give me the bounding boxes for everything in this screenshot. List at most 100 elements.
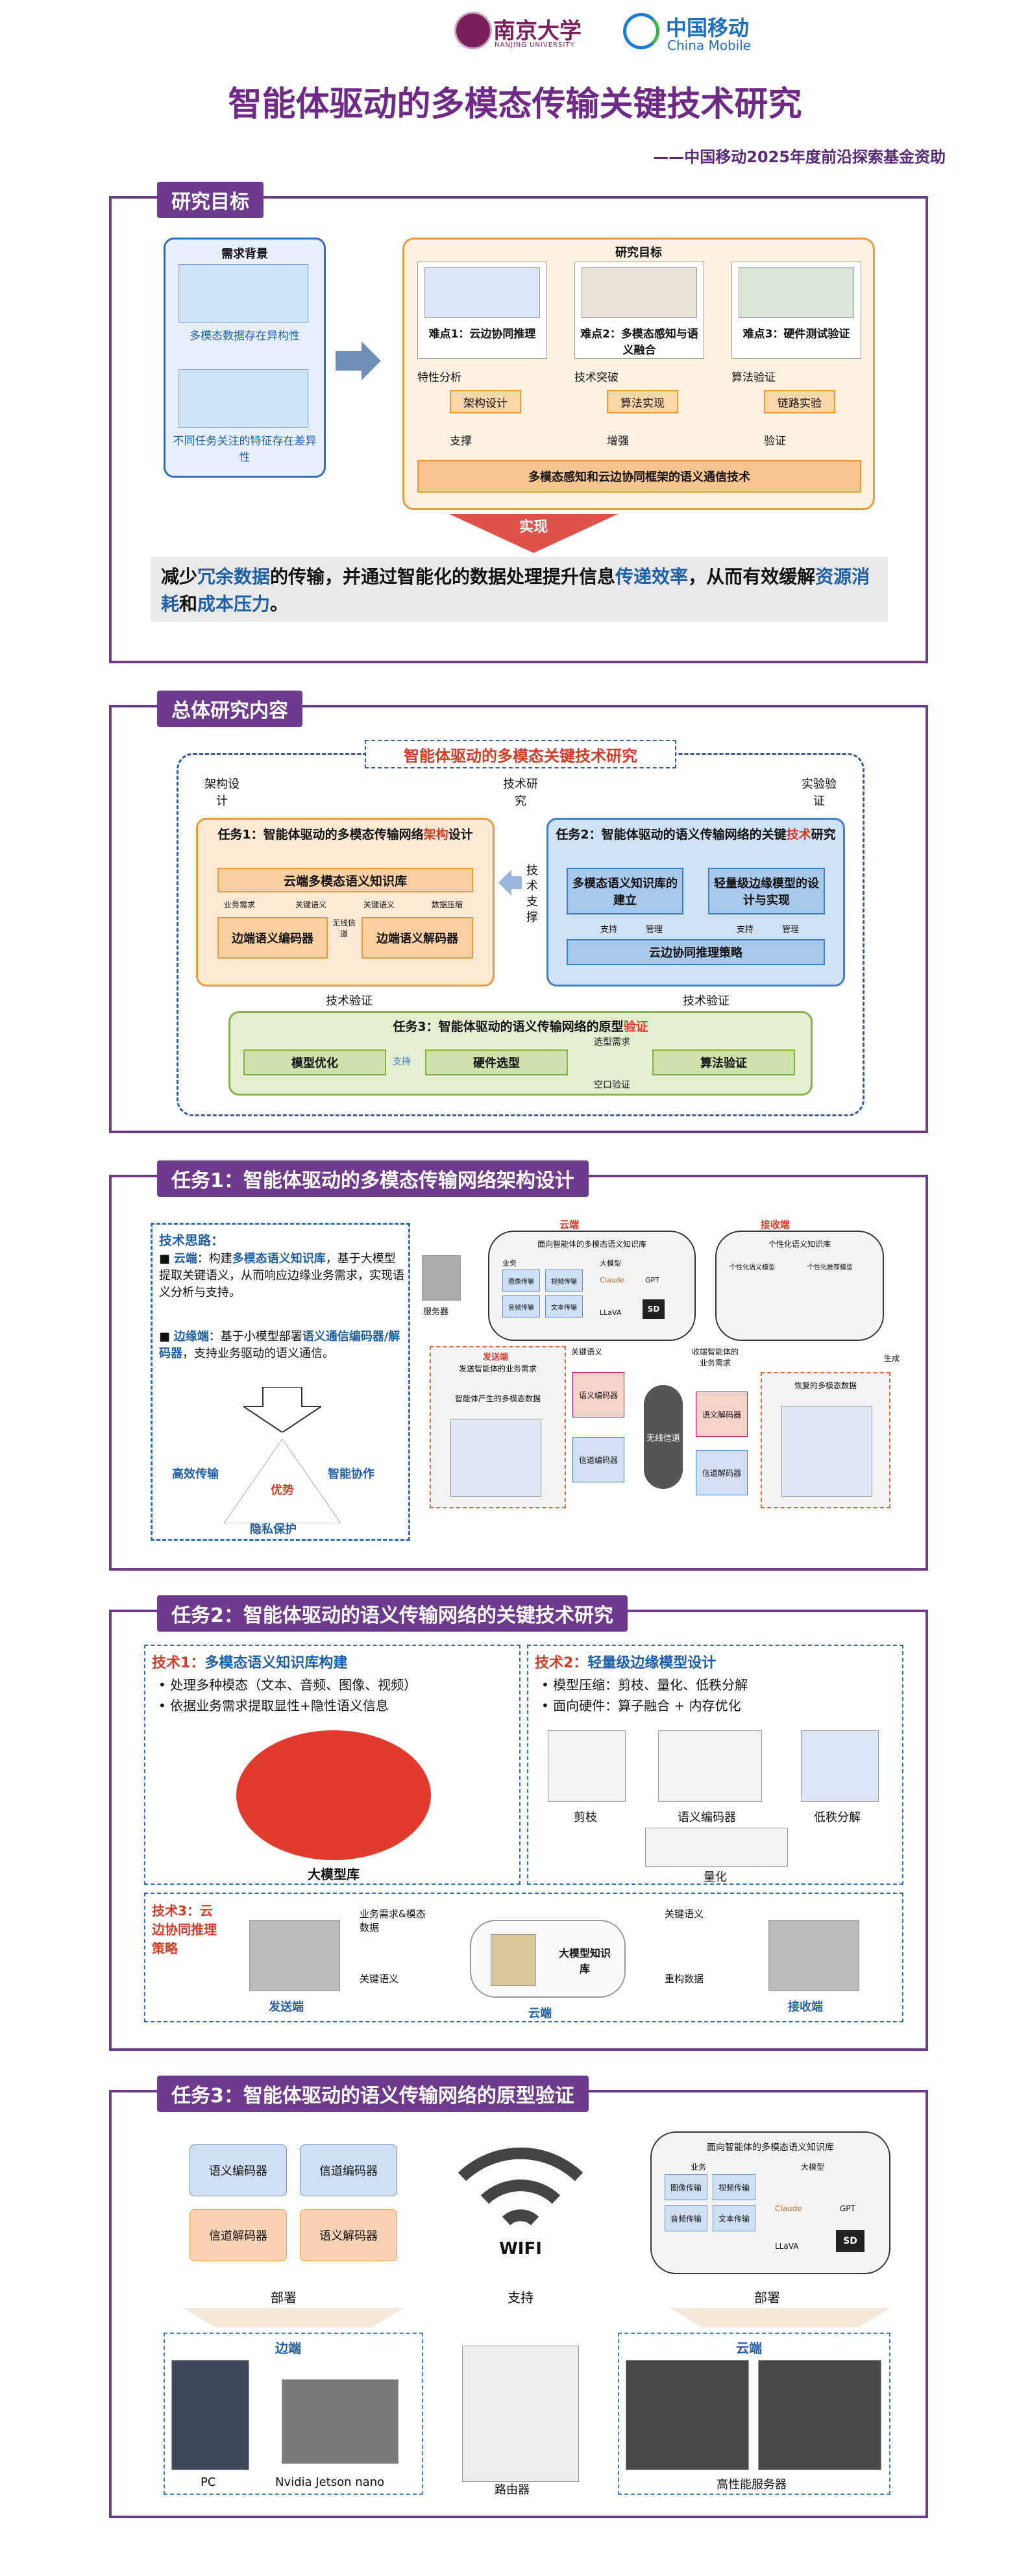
hardware-select-box: 硬件选型 — [425, 1049, 568, 1075]
recv-kb-title: 个性化语义知识库 — [768, 1240, 831, 1249]
approach-title: 技术思路： — [159, 1233, 224, 1248]
advantage-1: 高效传输 — [172, 1467, 219, 1481]
need-title: 需求背景 — [221, 247, 268, 261]
kb-build-box: 多模态语义知识库的建立 — [567, 868, 683, 914]
advantage-triangle-icon — [224, 1439, 341, 1523]
approach-box: 技术思路： ■ 云端：构建多模态语义知识库，基于大模型提取关键语义，从而响应边缘… — [151, 1223, 410, 1541]
tech2-bullet: • 模型压缩：剪枝、量化、低秩分解 — [541, 1677, 748, 1693]
sem-encoder-block: 语义编码器 — [190, 2144, 287, 2196]
cloud-label: 云端 — [736, 2340, 762, 2356]
difficulty-3-text: 难点3：硬件测试验证 — [742, 328, 850, 341]
lowrank-image — [801, 1730, 879, 1802]
tech1-title: 技术1：多模态语义知识库构建 — [152, 1655, 348, 1671]
sender-label: 发送端 — [269, 2000, 304, 2014]
image-trans: 图像传输 — [665, 2174, 707, 2200]
agent-data: 智能体产生的多模态数据 — [454, 1394, 541, 1403]
kb-cylinder: 面向智能体的多模态语义知识库 业务 图像传输 视频传输 音频传输 文本传输 大模… — [650, 2131, 890, 2274]
sem-encoder: 语义编码器 — [572, 1372, 624, 1417]
claude-label: Claude — [775, 2204, 802, 2213]
verify-label-right: 技术验证 — [683, 994, 730, 1008]
summary-box: 减少冗余数据的传输，并通过智能化的数据处理提升信息传递效率，从而有效缓解资源消耗… — [151, 557, 888, 622]
semantic-comm-bar: 多模态感知和云边协同框架的语义通信技术 — [417, 460, 861, 493]
university-en: NANJING UNIVERSITY — [495, 42, 575, 49]
trapezoid-arrow-icon — [183, 2308, 404, 2327]
cm-name: 中国移动 — [666, 16, 750, 40]
cloud-desc: ■ 云端：构建多模态语义知识库，基于大模型提取关键语义，从而响应边缘业务需求，实… — [159, 1252, 404, 1299]
page-subtitle: ——中国移动2025年度前沿探索基金资助 — [653, 148, 946, 166]
server-icon — [491, 1934, 536, 1986]
advantage-label: 优势 — [271, 1484, 294, 1497]
encoder-net-image — [658, 1730, 762, 1802]
university-seal-icon — [454, 12, 492, 49]
recv-model-b: 个性化推荐模型 — [807, 1264, 853, 1271]
flow-label: 业务需求 — [224, 900, 256, 909]
cloud-edge-strategy-box: 云边协同推理策略 — [567, 939, 825, 965]
restored-panel: 恢复的多模态数据 — [761, 1372, 890, 1508]
goal-title: 研究目标 — [615, 246, 662, 260]
support-label: 支持 — [508, 2290, 533, 2305]
flow-label: 关键语义 — [363, 900, 395, 909]
section-tab: 任务2：智能体驱动的语义传输网络的关键技术研究 — [157, 1595, 628, 1632]
mgmt-label: 管理 — [646, 925, 663, 935]
send-label: 发送端 — [483, 1353, 509, 1362]
receiver-pc-icon — [768, 1920, 859, 1991]
difficulty-1-text: 难点1：云边协同推理 — [428, 328, 536, 341]
right-arrow-icon — [336, 341, 381, 380]
recv-model-a: 个性化语义模型 — [730, 1264, 775, 1271]
jetson-label: Nvidia Jetson nano — [275, 2475, 385, 2489]
encoder-label: 语义编码器 — [678, 1811, 736, 1824]
flow-label: 数据压缩 — [432, 900, 463, 909]
down-arrow-icon — [243, 1387, 321, 1432]
biz-label: 业务 — [691, 2163, 707, 2172]
pc-label: PC — [201, 2475, 216, 2489]
difficulty-1: 难点1：云边协同推理 — [417, 262, 547, 359]
audio-trans: 音频传输 — [665, 2205, 707, 2231]
sd-label: SD — [643, 1299, 665, 1319]
tech2-bullet: • 面向硬件：算子融合 + 内存优化 — [541, 1698, 741, 1713]
link-exp-box: 链路实验 — [764, 390, 835, 413]
summary-part: ，从而有效缓解 — [688, 566, 816, 587]
prune-label: 剪枝 — [574, 1811, 597, 1824]
media-icons-image — [178, 264, 308, 323]
support-label: 支持 — [393, 1057, 411, 1067]
tech2-title: 技术2：轻量级边缘模型设计 — [535, 1655, 717, 1671]
university-name: 南京大学 — [493, 18, 582, 44]
light-model-box: 轻量级边缘模型的设计与实现 — [708, 868, 825, 914]
label-verify: 验证 — [764, 435, 786, 448]
router-label: 路由器 — [495, 2483, 530, 2497]
mgmt-label: 管理 — [782, 925, 800, 935]
lowrank-label: 低秩分解 — [814, 1811, 861, 1824]
llava-label: LLaVA — [775, 2242, 799, 2251]
flow-label: 关键语义 — [295, 900, 327, 909]
label-analysis: 特性分析 — [417, 371, 461, 384]
ch-decoder-block: 信道解码器 — [190, 2209, 287, 2261]
section-tab: 任务1：智能体驱动的多模态传输网络架构设计 — [157, 1160, 589, 1197]
summary-part: 的传输，并通过智能化的数据处理提升信息 — [270, 566, 616, 587]
china-mobile-logo-icon — [623, 13, 659, 49]
wireless-label: 无线信道 — [332, 918, 356, 938]
summary-part: 减少 — [161, 566, 198, 587]
sem-decoder-block: 语义解码器 — [300, 2209, 397, 2261]
tech3-title: 技术3：云边协同推理策略 — [152, 1903, 217, 1956]
edge-label: 边端 — [275, 2340, 301, 2356]
cloud-edge-image — [424, 267, 540, 318]
summary-highlight: 传递效率 — [615, 566, 689, 587]
send-need: 发送智能体的业务需求 — [458, 1364, 537, 1373]
summary-highlight: 成本压力 — [197, 593, 271, 615]
quant-label: 量化 — [704, 1871, 727, 1884]
tech1-bullet: • 依据业务需求提取显性+隐性语义信息 — [158, 1698, 389, 1713]
kb-title: 面向智能体的多模态语义知识库 — [537, 1240, 646, 1249]
restored-data-image — [781, 1406, 872, 1497]
cloud-label: 云端 — [528, 2007, 552, 2020]
receiver-label: 接收端 — [788, 2000, 823, 2014]
claude-label: Claude — [600, 1276, 625, 1284]
task1-box: 任务1：智能体驱动的多模态传输网络架构设计 云端多模态语义知识库 业务需求 关键… — [196, 818, 495, 987]
server-rack-image-1 — [626, 2360, 749, 2470]
gpt-label: GPT — [840, 2204, 855, 2213]
verify-label-left: 技术验证 — [326, 994, 373, 1008]
section-overall-content: 总体研究内容 智能体驱动的多模态关键技术研究 架构设计 技术研究 实验验证 任务… — [109, 691, 928, 1133]
cloud-label: 云端 — [559, 1219, 580, 1231]
prune-image — [548, 1730, 626, 1802]
multimodal-data-image — [450, 1419, 541, 1497]
llava-label: LLaVA — [600, 1308, 622, 1317]
